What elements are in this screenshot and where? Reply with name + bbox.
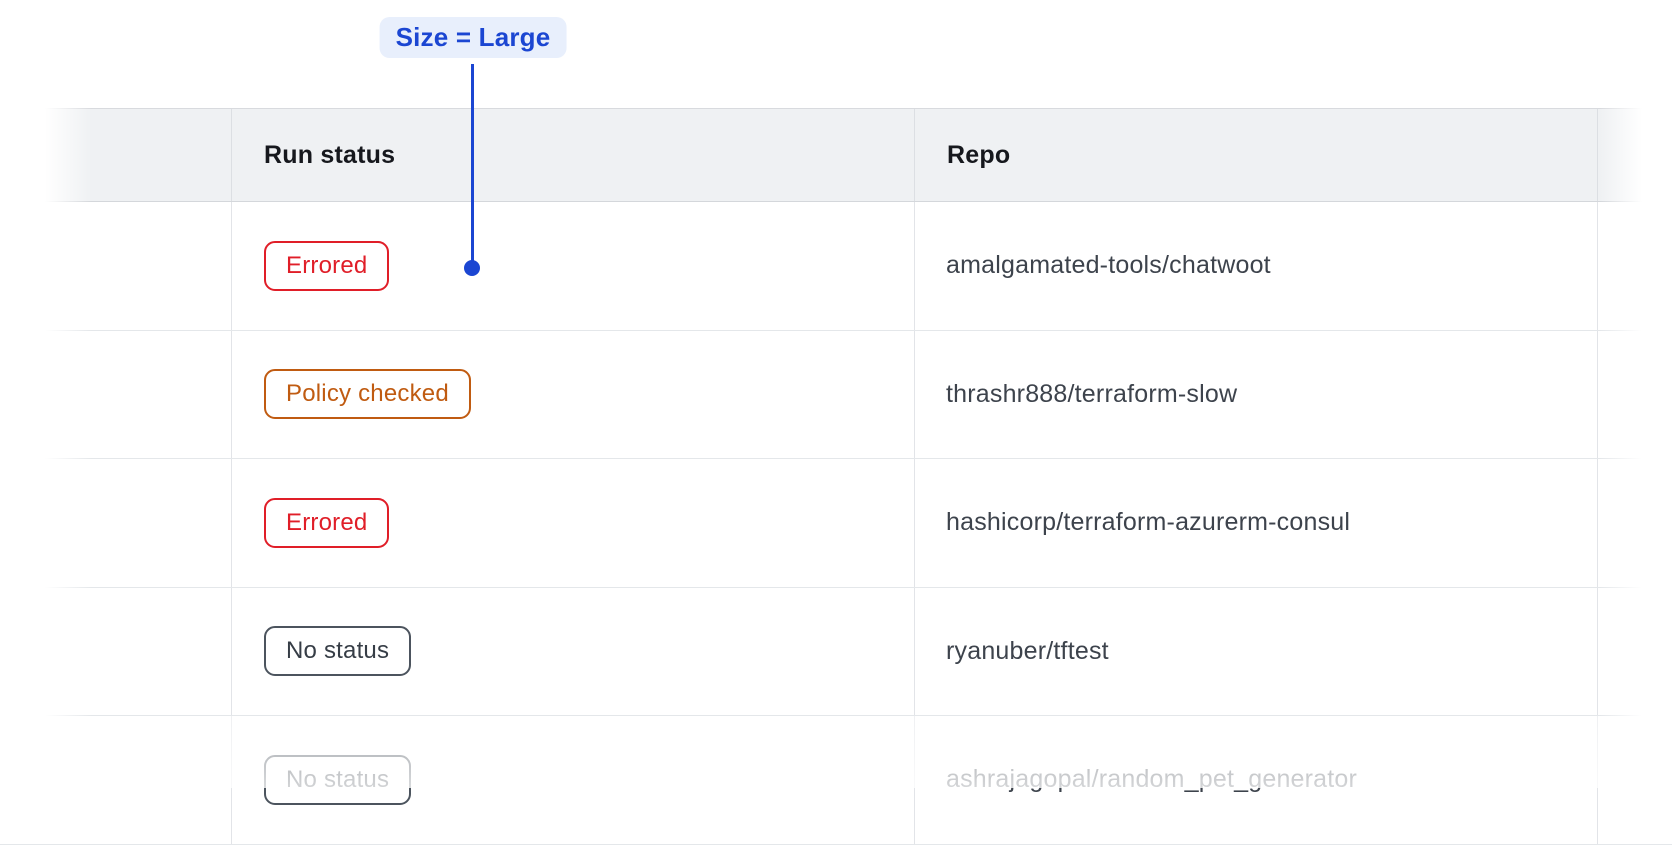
repo-name: thrashr888/terraform-slow xyxy=(946,379,1238,408)
spacer-cell xyxy=(0,716,232,844)
table-row-partial: No status ashrajagopal/random_pet_genera… xyxy=(0,716,1672,845)
column-header-trailing-spacer xyxy=(1598,109,1672,201)
spacer-cell xyxy=(0,330,232,458)
spacer-cell xyxy=(0,459,232,587)
run-status-cell[interactable]: Errored xyxy=(232,202,915,330)
repo-cell[interactable]: thrashr888/terraform-slow xyxy=(915,330,1598,458)
run-status-cell[interactable]: Errored xyxy=(232,459,915,587)
run-status-cell[interactable]: No status xyxy=(232,587,915,715)
size-annotation-pill: Size = Large xyxy=(379,17,567,58)
table-row: Errored hashicorp/terraform-azurerm-cons… xyxy=(0,459,1672,588)
table-header-row: Run status Repo xyxy=(0,108,1672,202)
repo-name: ashrajagopal/random_pet_generator xyxy=(946,765,1358,794)
repo-name: amalgamated-tools/chatwoot xyxy=(946,251,1271,280)
repo-cell[interactable]: amalgamated-tools/chatwoot xyxy=(915,202,1598,330)
table-row: Policy checked thrashr888/terraform-slow xyxy=(0,330,1672,459)
repo-name: hashicorp/terraform-azurerm-consul xyxy=(946,508,1351,537)
table-row: No status ryanuber/tftest xyxy=(0,587,1672,716)
annotation-pointer-dot-icon xyxy=(464,260,480,276)
status-badge[interactable]: No status xyxy=(264,626,412,677)
spacer-cell xyxy=(1598,202,1672,330)
column-header-leading-spacer xyxy=(0,109,232,201)
status-badge[interactable]: Errored xyxy=(264,497,390,548)
spacer-cell xyxy=(1598,716,1672,844)
status-badge[interactable]: Errored xyxy=(264,240,390,291)
runs-table: Run status Repo Errored amalgamated-tool… xyxy=(0,108,1672,845)
spacer-cell xyxy=(1598,331,1672,459)
spacer-cell xyxy=(1598,588,1672,716)
column-header-repo[interactable]: Repo xyxy=(915,109,1598,201)
run-status-cell[interactable]: No status xyxy=(232,716,915,844)
repo-cell[interactable]: ryanuber/tftest xyxy=(915,587,1598,715)
status-badge[interactable]: No status xyxy=(264,754,412,805)
spacer-cell xyxy=(0,587,232,715)
column-header-run-status[interactable]: Run status xyxy=(232,109,915,201)
annotation-pointer-line xyxy=(470,64,474,261)
repo-name: ryanuber/tftest xyxy=(946,636,1109,665)
table-row: Errored amalgamated-tools/chatwoot xyxy=(0,202,1672,331)
run-status-cell[interactable]: Policy checked xyxy=(232,330,915,458)
spacer-cell xyxy=(1598,459,1672,587)
repo-cell[interactable]: hashicorp/terraform-azurerm-consul xyxy=(915,459,1598,587)
repo-cell[interactable]: ashrajagopal/random_pet_generator xyxy=(915,716,1598,844)
spacer-cell xyxy=(0,202,232,330)
status-badge[interactable]: Policy checked xyxy=(264,369,471,420)
